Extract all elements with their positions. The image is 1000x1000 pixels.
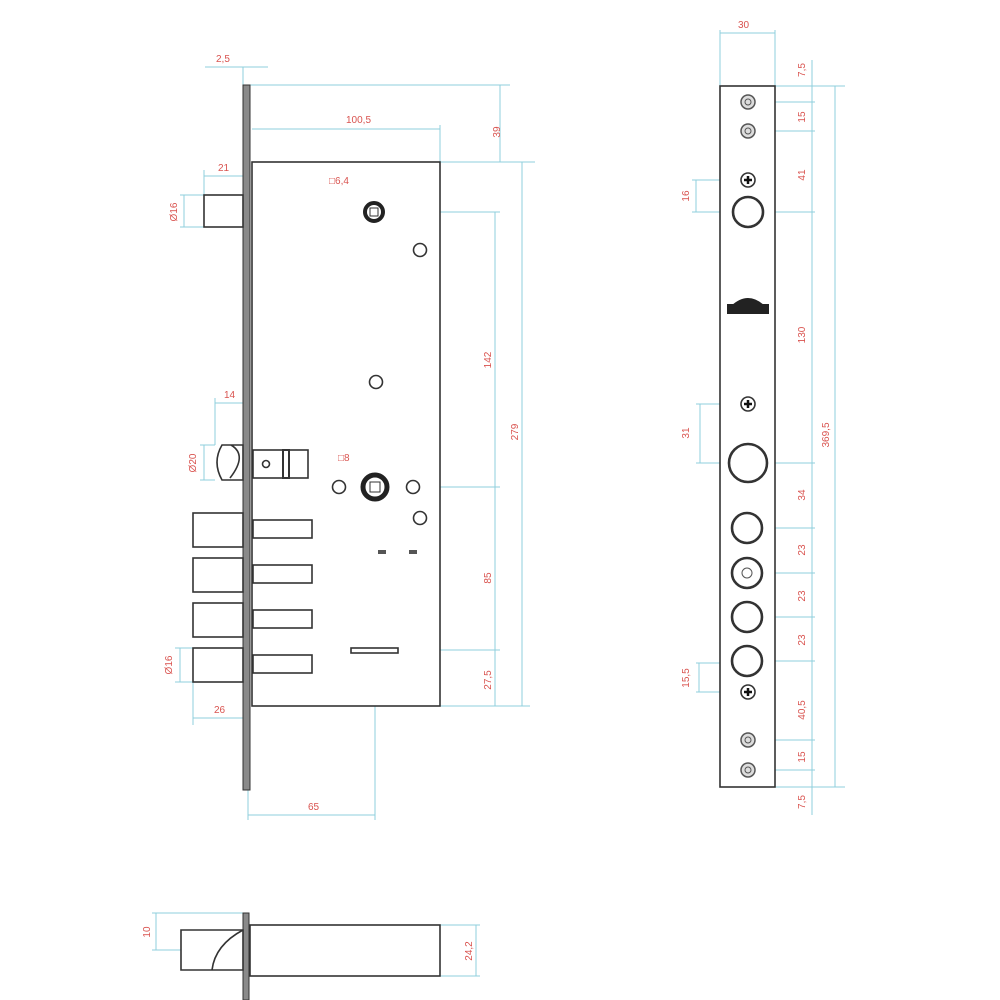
dim-left: 16 bbox=[681, 190, 692, 202]
dim-14: 14 bbox=[224, 390, 236, 401]
screw-hole bbox=[412, 510, 428, 526]
latch-hole bbox=[727, 442, 769, 484]
dim-chain: 23 bbox=[797, 590, 808, 602]
bolt-hole bbox=[730, 556, 764, 590]
slot bbox=[409, 550, 417, 554]
side-faceplate bbox=[719, 85, 776, 788]
dim-24-2: 24,2 bbox=[464, 941, 475, 961]
dim-142: 142 bbox=[483, 351, 494, 368]
cylinder-cam bbox=[350, 647, 399, 654]
dim-chain: 34 bbox=[797, 489, 808, 501]
side-view: 30 7,5 15 41 130 34 23 23 23 40,5 15 7,5… bbox=[681, 20, 845, 815]
screw-hole bbox=[331, 479, 347, 495]
dim-bolt-diameter: Ø16 bbox=[164, 655, 175, 674]
faceplate bbox=[242, 84, 251, 791]
dim-top-bolt-diameter: Ø16 bbox=[169, 202, 180, 221]
latch-bracket bbox=[252, 449, 309, 479]
bolt-hole bbox=[730, 511, 764, 545]
dim-chain: 40,5 bbox=[797, 700, 808, 720]
bottom-body bbox=[249, 924, 441, 977]
slot bbox=[378, 550, 386, 554]
dim-total-height: 369,5 bbox=[821, 422, 832, 447]
dead-bolts bbox=[192, 512, 313, 683]
dim-21: 21 bbox=[218, 163, 230, 174]
side-dimension-labels: 30 7,5 15 41 130 34 23 23 23 40,5 15 7,5… bbox=[681, 20, 832, 809]
dim-chain: 15 bbox=[797, 751, 808, 763]
screw-hole bbox=[405, 479, 421, 495]
top-spindle bbox=[363, 201, 385, 223]
bottom-view: 10 24,2 bbox=[142, 912, 480, 1000]
latch-bolt bbox=[216, 444, 244, 481]
bolt-hole bbox=[730, 600, 764, 634]
screw-icon bbox=[740, 732, 756, 748]
brand-logo bbox=[727, 298, 769, 314]
dim-chain: 15 bbox=[797, 111, 808, 123]
dim-top-spindle: □6,4 bbox=[329, 176, 349, 187]
dim-chain: 7,5 bbox=[797, 795, 808, 809]
front-dimension-labels: 2,5 39 100,5 21 Ø16 □6,4 142 279 14 Ø20 … bbox=[164, 54, 521, 813]
dim-27-5: 27,5 bbox=[483, 670, 494, 690]
bottom-faceplate bbox=[242, 912, 250, 1000]
dim-10: 10 bbox=[142, 926, 153, 938]
screw-hole bbox=[368, 374, 384, 390]
dim-100-5: 100,5 bbox=[346, 115, 371, 126]
dim-65: 65 bbox=[308, 802, 320, 813]
spindle-hole bbox=[731, 195, 765, 229]
dim-main-spindle: □8 bbox=[338, 453, 350, 464]
side-dimension-lines bbox=[692, 30, 845, 815]
dim-left: 15,5 bbox=[681, 668, 692, 688]
dim-chain: 7,5 bbox=[797, 63, 808, 77]
side-holes bbox=[727, 94, 769, 778]
screw-icon bbox=[740, 94, 756, 110]
bolt-hole bbox=[730, 644, 764, 678]
dim-39: 39 bbox=[492, 126, 503, 138]
dim-26: 26 bbox=[214, 705, 226, 716]
top-bolt bbox=[203, 194, 244, 228]
dim-faceplate-thickness: 2,5 bbox=[216, 54, 230, 65]
dim-chain: 23 bbox=[797, 634, 808, 646]
dim-chain: 23 bbox=[797, 544, 808, 556]
front-view: 2,5 39 100,5 21 Ø16 □6,4 142 279 14 Ø20 … bbox=[164, 54, 535, 820]
dim-latch-diameter: Ø20 bbox=[188, 453, 199, 472]
dim-85: 85 bbox=[483, 572, 494, 584]
dim-chain: 41 bbox=[797, 169, 808, 181]
dim-chain: 130 bbox=[797, 326, 808, 343]
screw-hole bbox=[412, 242, 428, 258]
dim-30: 30 bbox=[738, 20, 750, 31]
dim-279: 279 bbox=[510, 423, 521, 440]
dim-left: 31 bbox=[681, 427, 692, 439]
screw-icon bbox=[740, 762, 756, 778]
screw-icon bbox=[740, 123, 756, 139]
main-spindle bbox=[360, 472, 390, 502]
